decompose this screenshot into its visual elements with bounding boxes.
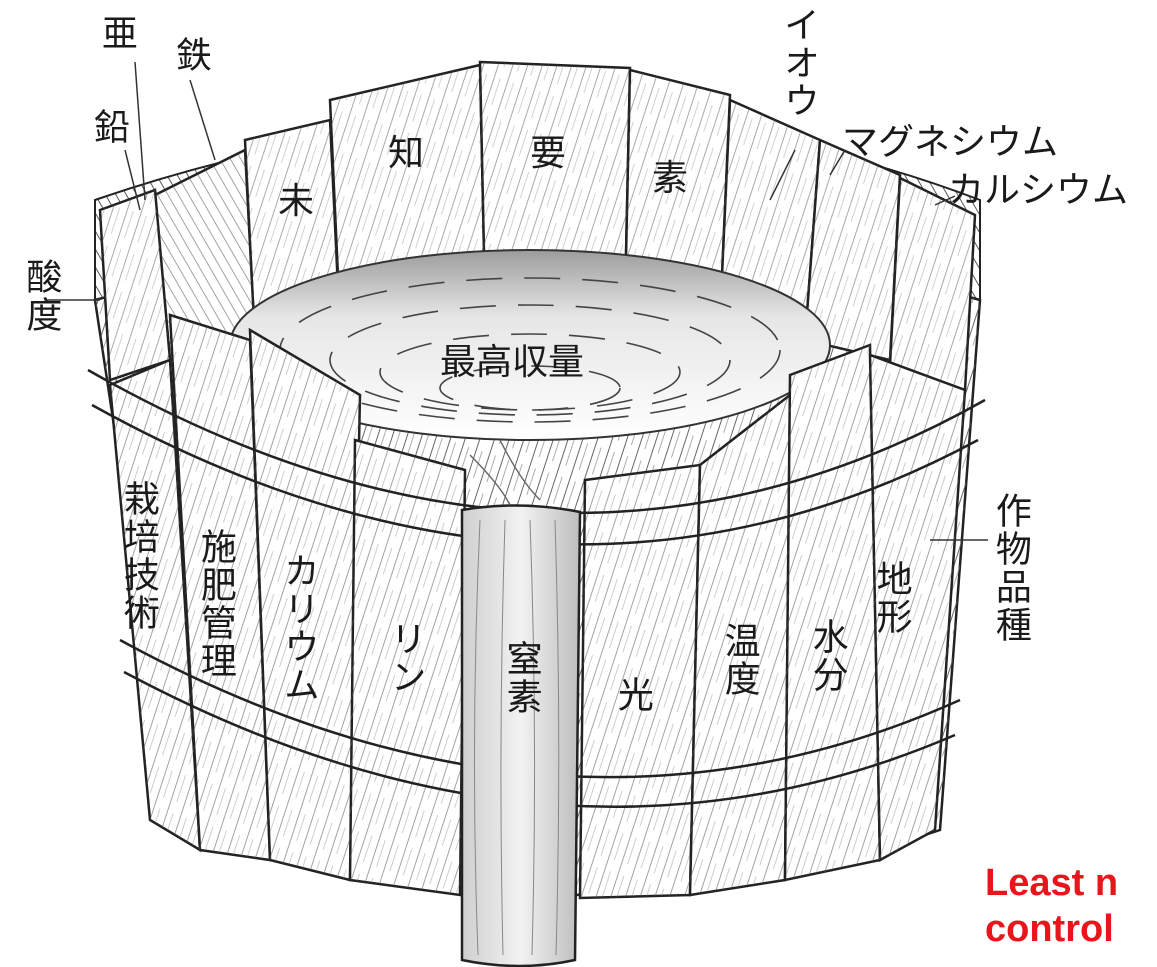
label-sulfur: イオウ	[777, 6, 819, 120]
caption-line-1: Least n	[985, 862, 1119, 904]
label-temperature: 温度	[718, 622, 760, 698]
stave-label-unknown-1: 未	[278, 181, 315, 222]
label-crop-variety: 作物品種	[989, 492, 1031, 644]
label-potassium: カリウム	[277, 552, 319, 704]
stave-label-unknown-2: 知	[388, 133, 425, 174]
label-magnesium: マグネシウム	[842, 122, 1059, 163]
stave-label-unknown-3: 要	[530, 133, 567, 174]
label-acidity: 酸度	[20, 258, 62, 334]
caption-line-2: control	[985, 908, 1114, 950]
label-iron: 鉄	[169, 36, 211, 74]
label-calcium: カルシウム	[948, 170, 1129, 211]
label-zinc: 亜	[95, 14, 137, 52]
label-phosphorus: リン	[384, 620, 426, 696]
label-moisture: 水分	[806, 618, 848, 694]
stave-label-unknown-4: 素	[652, 158, 689, 199]
label-max-yield: 最高収量	[440, 342, 585, 383]
label-topography: 地形	[870, 560, 912, 636]
label-nitrogen: 窒素	[500, 640, 542, 716]
label-light: 光	[611, 676, 653, 714]
label-fertilizer-management: 施肥管理	[194, 528, 236, 680]
label-lead: 鉛	[87, 108, 129, 146]
label-cultivation-technique: 栽培技術	[117, 480, 159, 632]
